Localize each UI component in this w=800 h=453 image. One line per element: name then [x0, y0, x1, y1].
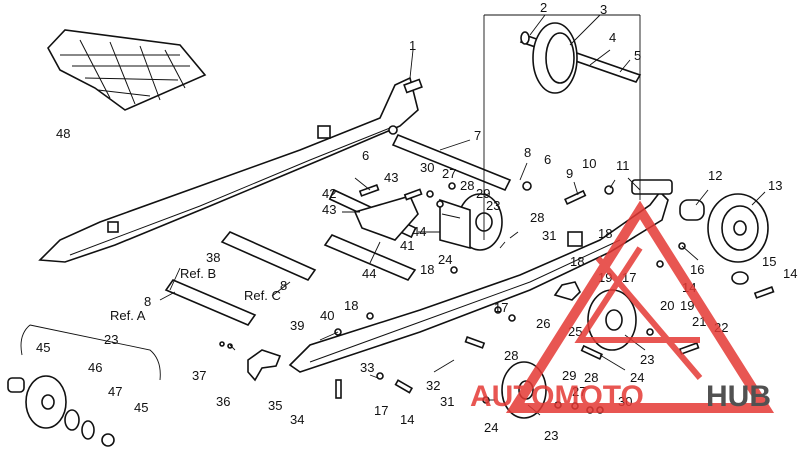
callout-17c: 17: [374, 403, 388, 418]
callout-23b: 23: [640, 352, 654, 367]
callout-1: 1: [409, 38, 416, 53]
callout-35: 35: [268, 398, 282, 413]
ref-b-label: Ref. B: [180, 266, 216, 281]
ref-bracket-23: [20, 324, 161, 381]
callout-28c: 28: [504, 348, 518, 363]
ref-c-label: Ref. C: [244, 288, 281, 303]
watermark-triangle-outer: [505, 200, 775, 413]
callout-40: 40: [320, 308, 334, 323]
callout-28d: 28: [584, 370, 598, 385]
left-wheel-assembly: [7, 375, 115, 447]
callout-42: 42: [322, 186, 336, 201]
callout-26: 26: [536, 316, 550, 331]
callout-27b: 27: [572, 384, 586, 399]
leader-lines: [159, 14, 766, 416]
callout-43b: 43: [322, 202, 336, 217]
rear-idler-wheel-right: [679, 193, 769, 285]
callout-34: 34: [290, 412, 304, 427]
callout-36: 36: [216, 394, 230, 409]
callout-12: 12: [708, 168, 722, 183]
callout-7: 7: [474, 128, 481, 143]
callout-3: 3: [600, 2, 607, 17]
callout-13: 13: [768, 178, 782, 193]
watermark-triangle-inner: [574, 246, 703, 380]
watermark-text-hub: HUB: [706, 380, 771, 413]
ref-a-label: Ref. A: [110, 308, 146, 323]
callout-18a: 18: [598, 226, 612, 241]
callout-47: 47: [108, 384, 122, 399]
callout-32: 32: [426, 378, 440, 393]
callout-24c: 24: [484, 420, 498, 435]
callout-25: 25: [568, 324, 582, 339]
callout-38: 38: [206, 250, 220, 265]
track-slide-plate: [47, 29, 207, 111]
callout-14c: 14: [400, 412, 414, 427]
callout-27a: 27: [442, 166, 456, 181]
callout-24b: 24: [630, 370, 644, 385]
callout-48: 48: [56, 126, 70, 141]
callout-8c: 8: [144, 294, 151, 309]
hook-26: [553, 281, 581, 301]
callout-37: 37: [192, 368, 206, 383]
callout-14b: 14: [783, 266, 797, 281]
callout-43a: 43: [384, 170, 398, 185]
callout-labels: 1 2 3 4 5 6 6 7 8 8 8 9 10 11 12 13 14 1…: [36, 0, 797, 443]
callout-16: 16: [690, 262, 704, 277]
callout-31b: 31: [440, 394, 454, 409]
callout-29a: 29: [476, 186, 490, 201]
callout-2: 2: [540, 0, 547, 15]
callout-30a: 30: [420, 160, 434, 175]
callout-9: 9: [566, 166, 573, 181]
callout-4: 4: [609, 30, 616, 45]
callout-17b: 17: [494, 300, 508, 315]
callout-44b: 44: [362, 266, 376, 281]
callout-5: 5: [634, 48, 641, 63]
front-idler-wheel-assembly: [519, 22, 642, 94]
watermark-text-automoto: AUTOMOTO: [470, 380, 644, 413]
callout-31a: 31: [542, 228, 556, 243]
callout-18d: 18: [344, 298, 358, 313]
callout-6b: 6: [544, 152, 551, 167]
callout-18b: 18: [570, 254, 584, 269]
callout-45b: 45: [134, 400, 148, 415]
callout-29b: 29: [562, 368, 576, 383]
right-rail: [288, 179, 673, 373]
callout-23d: 23: [104, 332, 118, 347]
callout-8b: 8: [280, 278, 287, 293]
callout-28b: 28: [530, 210, 544, 225]
callout-23a: 23: [486, 198, 500, 213]
center-bracket: [353, 195, 471, 250]
callout-6a: 6: [362, 148, 369, 163]
callout-46: 46: [88, 360, 102, 375]
hook-36: [247, 349, 282, 382]
callout-44a: 44: [412, 224, 426, 239]
callout-41: 41: [400, 238, 414, 253]
callout-45a: 45: [36, 340, 50, 355]
callout-10: 10: [582, 156, 596, 171]
automotohub-watermark: AUTOMOTO HUB: [470, 200, 775, 413]
callout-23c: 23: [544, 428, 558, 443]
callout-28a: 28: [460, 178, 474, 193]
callout-18c: 18: [420, 262, 434, 277]
callout-19b: 19: [680, 298, 694, 313]
callout-15: 15: [762, 254, 776, 269]
callout-24a: 24: [438, 252, 452, 267]
callout-33: 33: [360, 360, 374, 375]
callout-20: 20: [660, 298, 674, 313]
callout-8a: 8: [524, 145, 531, 160]
callout-11: 11: [616, 158, 630, 173]
callout-39: 39: [290, 318, 304, 333]
